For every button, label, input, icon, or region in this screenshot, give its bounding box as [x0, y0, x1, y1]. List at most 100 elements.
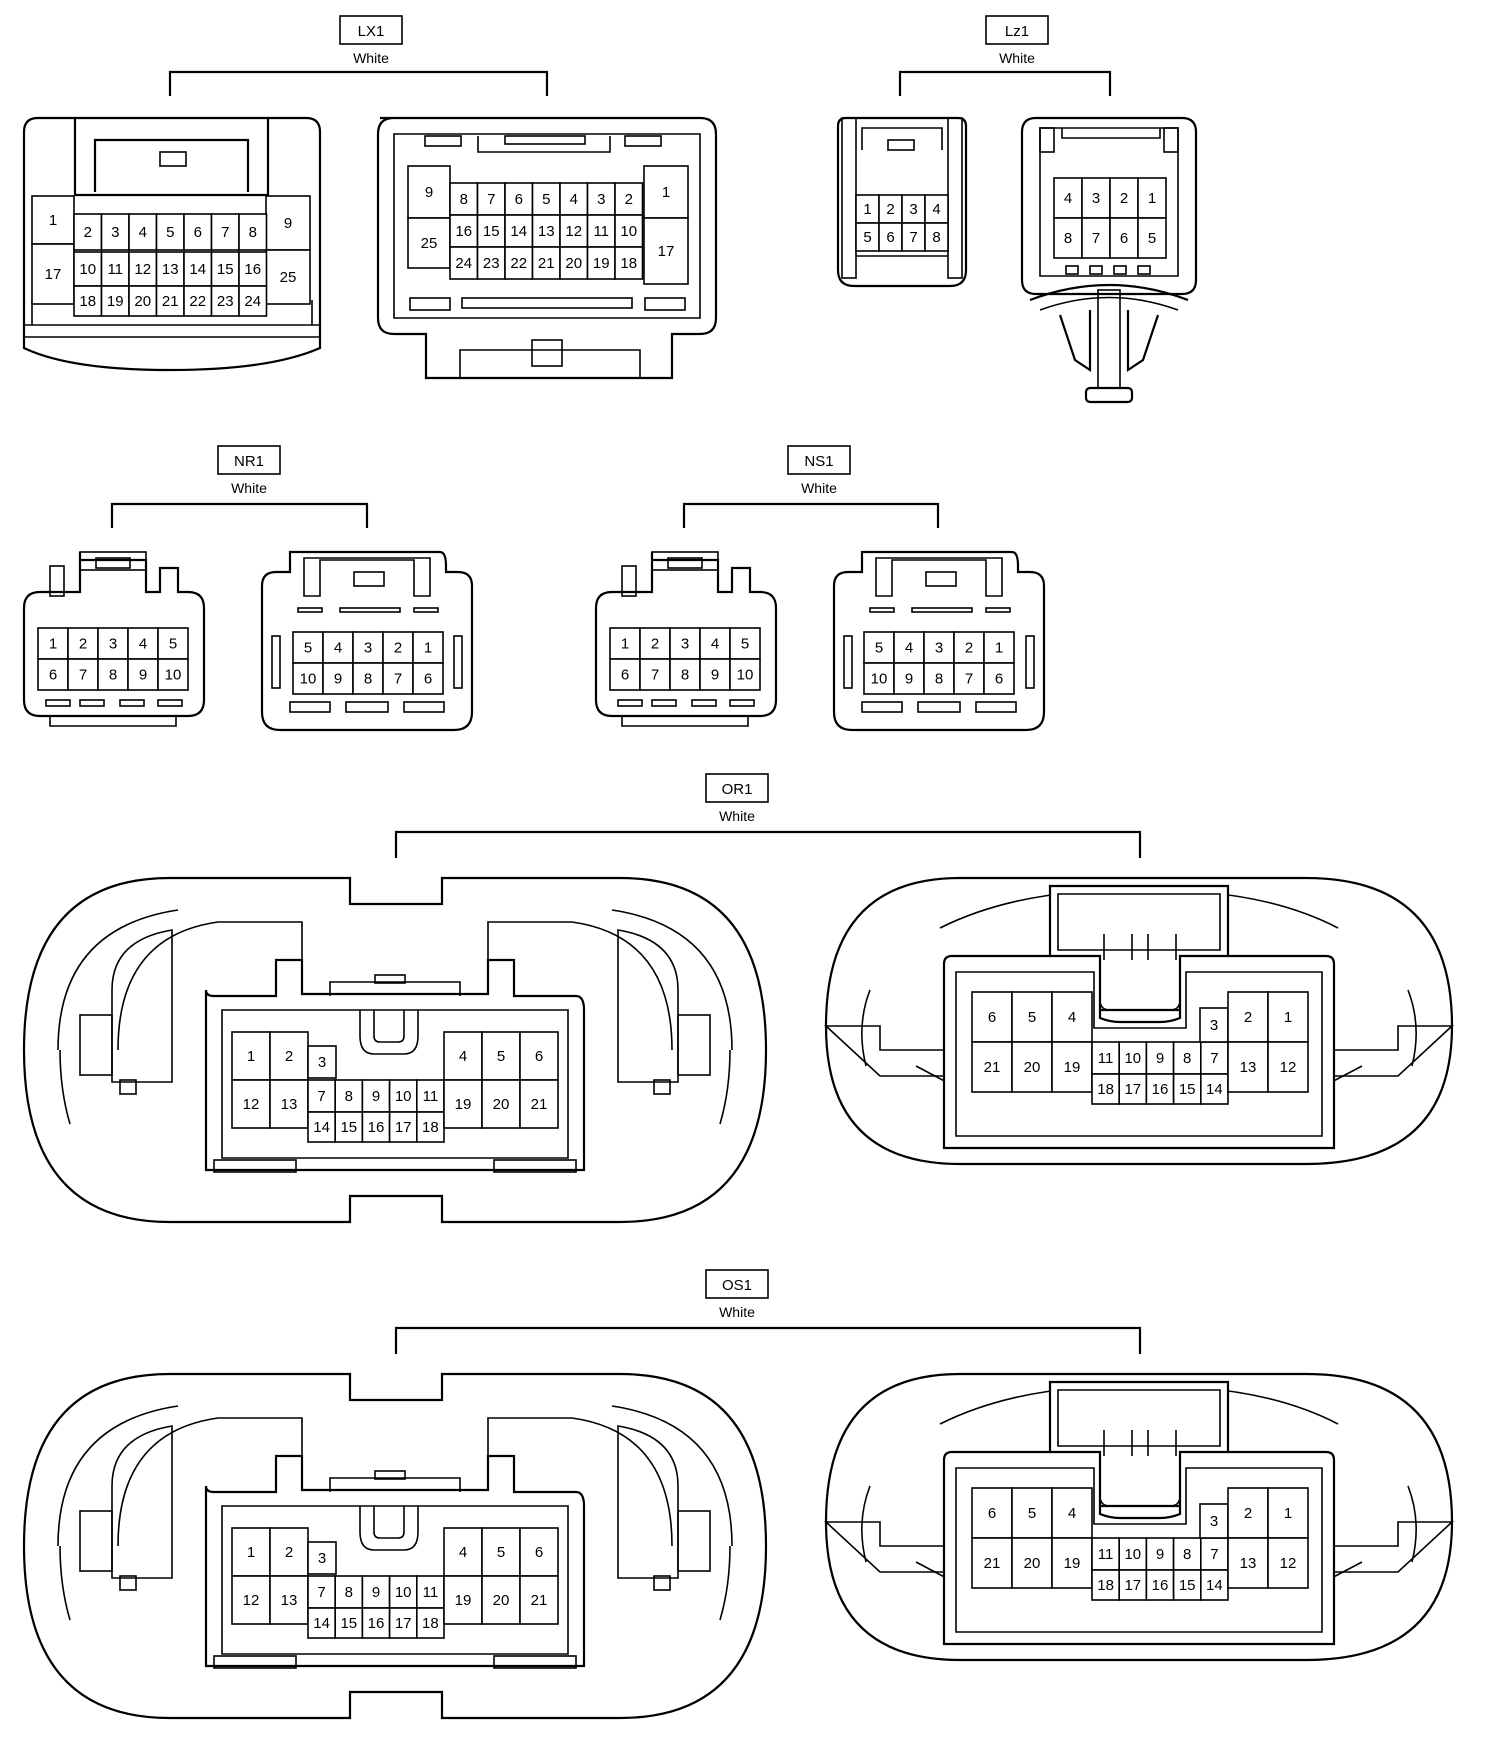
pin-label: 10: [395, 1584, 412, 1601]
pin-label: 5: [166, 224, 174, 241]
pin-label: 6: [995, 671, 1003, 688]
pin-label: 2: [625, 191, 633, 208]
pin-label: 15: [1179, 1081, 1196, 1098]
pin-label: 19: [455, 1096, 472, 1113]
pin-label: 10: [1124, 1050, 1141, 1067]
pin-label: 20: [565, 255, 582, 272]
pin-label: 3: [364, 640, 372, 657]
pin-label: 4: [711, 636, 719, 653]
pin-label: 4: [570, 191, 578, 208]
pin-label: 2: [1244, 1505, 1252, 1522]
pin-cell: [238, 285, 268, 317]
pin-label: 7: [221, 224, 229, 241]
pin-cell: [953, 662, 985, 695]
pin-label: 6: [621, 667, 629, 684]
pin-label: 19: [107, 293, 124, 310]
pin-label: 8: [1183, 1546, 1191, 1563]
pin-label: 9: [425, 184, 433, 201]
connector-code-nr1: NR1: [234, 453, 264, 470]
pin-cell: [73, 251, 103, 287]
pin-cell: [449, 214, 479, 248]
pin-label: 1: [863, 201, 871, 218]
pin-label: 16: [368, 1615, 385, 1632]
pin-cell: [586, 182, 616, 216]
pin-cell: [519, 1575, 559, 1625]
pin-cell: [1051, 1487, 1093, 1539]
pin-label: 8: [345, 1088, 353, 1105]
pin-cell: [1091, 1073, 1121, 1105]
pin-label: 25: [421, 235, 438, 252]
connector-color-lx1: White: [353, 50, 389, 66]
pin-label: 10: [737, 667, 754, 684]
pin-label: 21: [984, 1555, 1001, 1572]
pin-cell: [1137, 177, 1167, 219]
pin-cell: [504, 246, 534, 280]
pin-label: 6: [1120, 230, 1128, 247]
pin-label: 7: [79, 667, 87, 684]
pin-label: 9: [139, 667, 147, 684]
pin-label: 5: [1148, 230, 1156, 247]
pin-label: 4: [334, 640, 342, 657]
pin-label: 5: [863, 229, 871, 246]
pin-cell: [157, 658, 189, 691]
pin-label: 25: [280, 269, 297, 286]
pin-label: 7: [909, 229, 917, 246]
pin-label: 20: [134, 293, 151, 310]
pin-label: 6: [194, 224, 202, 241]
pin-label: 17: [395, 1119, 412, 1136]
bracket-line: [682, 502, 940, 528]
pin-label: 22: [510, 255, 527, 272]
pin-label: 1: [1284, 1505, 1292, 1522]
pin-label: 1: [1148, 190, 1156, 207]
pin-label: 18: [620, 255, 637, 272]
pin-label: 3: [1210, 1513, 1218, 1530]
pin-label: 13: [162, 261, 179, 278]
connector-code-or1: OR1: [722, 781, 753, 798]
pin-label: 2: [285, 1544, 293, 1561]
pin-label: 10: [395, 1088, 412, 1105]
pin-label: 10: [165, 667, 182, 684]
pin-label: 11: [423, 1584, 439, 1601]
connector-color-ns1: White: [801, 480, 837, 496]
pin-label: 12: [1280, 1059, 1297, 1076]
pin-label: 13: [281, 1592, 298, 1609]
pin-cell: [238, 251, 268, 287]
pin-label: 10: [300, 671, 317, 688]
pin-label: 3: [1092, 190, 1100, 207]
pin-label: 2: [1120, 190, 1128, 207]
pin-label: 8: [109, 667, 117, 684]
pin-label: 8: [345, 1584, 353, 1601]
pin-cell: [155, 251, 185, 287]
pin-cell: [73, 213, 103, 251]
pin-cell: [292, 631, 324, 664]
pin-cell: [971, 1537, 1013, 1589]
pin-label: 21: [531, 1096, 548, 1113]
pin-label: 1: [621, 636, 629, 653]
pin-cell: [97, 658, 129, 691]
pin-cell: [1172, 1073, 1202, 1105]
pin-label: 14: [510, 223, 527, 240]
pin-cell: [1109, 177, 1139, 219]
pin-label: 3: [681, 636, 689, 653]
pin-label: 1: [247, 1544, 255, 1561]
pin-label: 5: [741, 636, 749, 653]
pin-label: 7: [651, 667, 659, 684]
pin-cell: [1011, 1041, 1053, 1093]
pin-label: 11: [593, 223, 609, 240]
pin-label: 3: [935, 640, 943, 657]
pin-cell: [307, 1541, 337, 1575]
pin-label: 6: [886, 229, 894, 246]
pin-label: 22: [189, 293, 206, 310]
pin-label: 10: [871, 671, 888, 688]
pin-cell: [67, 658, 99, 691]
pin-label: 8: [1064, 230, 1072, 247]
pin-label: 3: [909, 201, 917, 218]
pin-label: 20: [1024, 1059, 1041, 1076]
pin-label: 15: [340, 1615, 357, 1632]
pin-cell: [643, 165, 689, 219]
